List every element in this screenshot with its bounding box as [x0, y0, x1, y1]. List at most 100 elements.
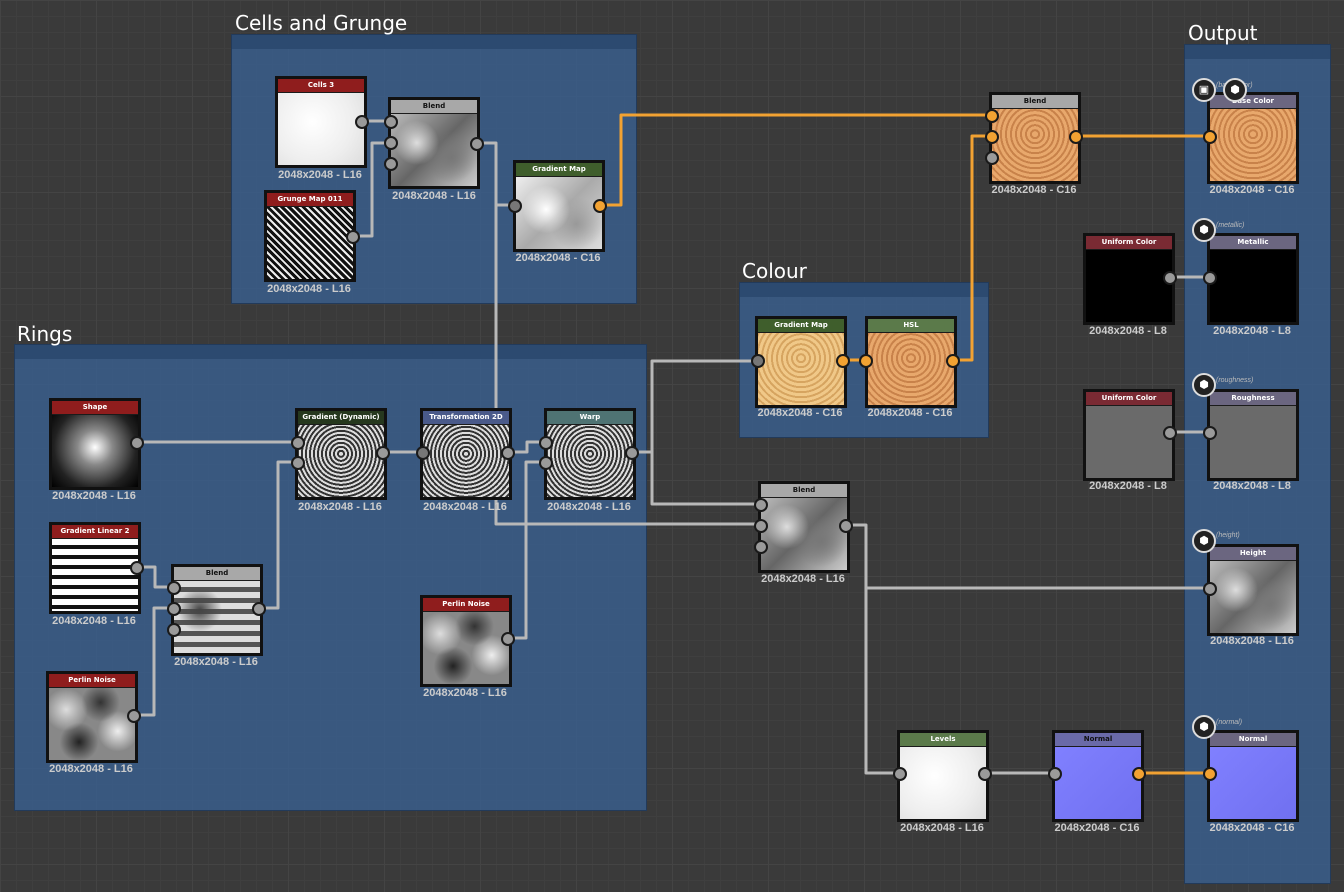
- port-out[interactable]: [1163, 426, 1177, 440]
- port-in[interactable]: [893, 767, 907, 781]
- port-out[interactable]: [252, 602, 266, 616]
- node-normal-size: 2048x2048 - C16: [1054, 822, 1140, 834]
- port-in[interactable]: [167, 602, 181, 616]
- node-gradient-map-cg[interactable]: Gradient Map: [513, 160, 605, 252]
- port-in[interactable]: [539, 436, 553, 450]
- port-in[interactable]: [167, 623, 181, 637]
- node-warp[interactable]: Warp: [544, 408, 636, 500]
- port-in[interactable]: [508, 199, 522, 213]
- port-in[interactable]: [859, 354, 873, 368]
- node-hsl[interactable]: HSL: [865, 316, 957, 408]
- node-output-base-color[interactable]: Base Color: [1207, 92, 1299, 184]
- port-out[interactable]: [501, 632, 515, 646]
- node-output-normal-title: Normal: [1210, 733, 1296, 746]
- port-out[interactable]: [839, 519, 853, 533]
- port-out[interactable]: [346, 230, 360, 244]
- port-out[interactable]: [625, 446, 639, 460]
- port-in[interactable]: [416, 446, 430, 460]
- port-in[interactable]: [1203, 271, 1217, 285]
- port-in[interactable]: [754, 519, 768, 533]
- node-blend-mid-preview: [761, 498, 847, 570]
- node-blend-rings[interactable]: Blend: [171, 564, 263, 656]
- node-hsl-preview: [868, 333, 954, 405]
- port-in[interactable]: [985, 151, 999, 165]
- node-output-normal[interactable]: Normal: [1207, 730, 1299, 822]
- node-output-height[interactable]: Height: [1207, 544, 1299, 636]
- node-blend-mid[interactable]: Blend: [758, 481, 850, 573]
- port-out[interactable]: [355, 115, 369, 129]
- cube-icon[interactable]: ⬢: [1192, 715, 1216, 739]
- node-uniform-color-2[interactable]: Uniform Color: [1083, 389, 1175, 481]
- node-normal[interactable]: Normal: [1052, 730, 1144, 822]
- port-in[interactable]: [384, 115, 398, 129]
- node-gradient-dynamic[interactable]: Gradient (Dynamic): [295, 408, 387, 500]
- node-perlin-noise-1-title: Perlin Noise: [49, 674, 135, 687]
- node-perlin-noise-2[interactable]: Perlin Noise: [420, 595, 512, 687]
- checker-icon[interactable]: ▣: [1192, 78, 1216, 102]
- port-in[interactable]: [384, 157, 398, 171]
- node-output-roughness[interactable]: Roughness: [1207, 389, 1299, 481]
- cube-icon[interactable]: ⬢: [1192, 218, 1216, 242]
- port-out[interactable]: [376, 446, 390, 460]
- port-in[interactable]: [754, 498, 768, 512]
- port-out[interactable]: [501, 446, 515, 460]
- node-uniform-color-1[interactable]: Uniform Color: [1083, 233, 1175, 325]
- frame-title-cells-and-grunge: Cells and Grunge: [235, 11, 408, 35]
- node-gradient-dynamic-title: Gradient (Dynamic): [298, 411, 384, 424]
- port-out[interactable]: [127, 709, 141, 723]
- port-out[interactable]: [130, 436, 144, 450]
- node-gradient-map-colour-title: Gradient Map: [758, 319, 844, 332]
- port-out[interactable]: [1132, 767, 1146, 781]
- port-out[interactable]: [130, 561, 144, 575]
- port-in[interactable]: [985, 109, 999, 123]
- port-in[interactable]: [1203, 426, 1217, 440]
- cube-icon[interactable]: ⬢: [1192, 529, 1216, 553]
- node-levels[interactable]: Levels: [897, 730, 989, 822]
- node-grunge-map[interactable]: Grunge Map 011: [264, 190, 356, 282]
- node-uniform-color-1-size: 2048x2048 - L8: [1089, 325, 1167, 337]
- node-gradient-map-cg-size: 2048x2048 - C16: [515, 252, 601, 264]
- port-in[interactable]: [985, 130, 999, 144]
- node-output-metallic-size: 2048x2048 - L8: [1213, 325, 1291, 337]
- node-blend-top[interactable]: Blend: [989, 92, 1081, 184]
- node-uniform-color-1-title: Uniform Color: [1086, 236, 1172, 249]
- node-output-metallic[interactable]: Metallic: [1207, 233, 1299, 325]
- node-perlin-noise-1[interactable]: Perlin Noise: [46, 671, 138, 763]
- port-in[interactable]: [1203, 130, 1217, 144]
- port-in[interactable]: [1203, 767, 1217, 781]
- node-gradient-linear-2-preview: [52, 539, 138, 611]
- cube-icon[interactable]: ⬢: [1192, 373, 1216, 397]
- node-output-base-color-preview: [1210, 109, 1296, 181]
- port-out[interactable]: [1069, 130, 1083, 144]
- node-shape-preview: [52, 415, 138, 487]
- port-out[interactable]: [836, 354, 850, 368]
- port-out[interactable]: [1163, 271, 1177, 285]
- port-out[interactable]: [946, 354, 960, 368]
- node-grunge-map-title: Grunge Map 011: [267, 193, 353, 206]
- port-in[interactable]: [1048, 767, 1062, 781]
- port-in[interactable]: [384, 136, 398, 150]
- node-normal-title: Normal: [1055, 733, 1141, 746]
- port-in[interactable]: [291, 436, 305, 450]
- node-perlin-noise-2-preview: [423, 612, 509, 684]
- node-transformation-2d[interactable]: Transformation 2D: [420, 408, 512, 500]
- port-in[interactable]: [1203, 582, 1217, 596]
- port-in[interactable]: [539, 456, 553, 470]
- node-levels-preview: [900, 747, 986, 819]
- port-out[interactable]: [593, 199, 607, 213]
- port-out[interactable]: [470, 137, 484, 151]
- port-in[interactable]: [754, 540, 768, 554]
- cube-icon[interactable]: ⬢: [1223, 78, 1247, 102]
- frame-title-output: Output: [1188, 21, 1258, 45]
- node-cells-3-title: Cells 3: [278, 79, 364, 92]
- port-in[interactable]: [751, 354, 765, 368]
- node-blend-top-preview: [992, 109, 1078, 181]
- node-shape[interactable]: Shape: [49, 398, 141, 490]
- port-in[interactable]: [167, 581, 181, 595]
- port-in[interactable]: [291, 456, 305, 470]
- node-gradient-linear-2[interactable]: Gradient Linear 2: [49, 522, 141, 614]
- node-gradient-map-colour[interactable]: Gradient Map: [755, 316, 847, 408]
- port-out[interactable]: [978, 767, 992, 781]
- node-cells-3[interactable]: Cells 3: [275, 76, 367, 168]
- node-blend-cg[interactable]: Blend: [388, 97, 480, 189]
